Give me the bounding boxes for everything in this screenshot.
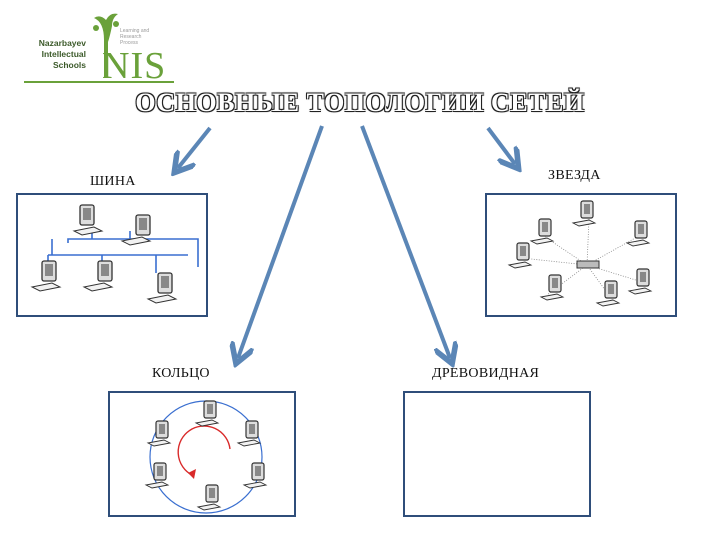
arrow-to-ring-icon	[238, 126, 322, 358]
label-ring: КОЛЬЦО	[152, 366, 210, 382]
computer-icon	[148, 421, 170, 446]
computer-icon	[531, 219, 553, 244]
computer-icon	[629, 269, 651, 294]
ring-direction-arrow-icon	[178, 426, 230, 475]
ring-diagram	[110, 393, 294, 515]
computer-icon	[32, 261, 60, 291]
star-topology-box	[485, 193, 677, 317]
arrow-to-bus-icon	[178, 128, 210, 168]
label-bus: ШИНА	[90, 174, 136, 190]
star-diagram	[487, 195, 675, 315]
computer-icon	[84, 261, 112, 291]
computer-icon	[238, 421, 260, 446]
arrow-to-star-icon	[488, 128, 515, 164]
arrow-to-tree-icon	[362, 126, 450, 358]
computer-icon	[146, 463, 168, 488]
computer-icon	[198, 485, 220, 510]
computer-icon	[509, 243, 531, 268]
bus-topology-box	[16, 193, 208, 317]
computer-icon	[74, 205, 102, 235]
computer-icon	[196, 401, 218, 426]
hub-icon	[577, 261, 599, 268]
label-tree: ДРЕВОВИДНАЯ	[432, 366, 539, 382]
computer-icon	[244, 463, 266, 488]
computer-icon	[148, 273, 176, 303]
tree-topology-box	[403, 391, 591, 517]
ring-topology-box	[108, 391, 296, 517]
computer-icon	[573, 201, 595, 226]
computer-icon	[627, 221, 649, 246]
computer-icon	[597, 281, 619, 306]
label-star: ЗВЕЗДА	[548, 168, 601, 184]
computer-icon	[122, 215, 150, 245]
bus-diagram	[18, 195, 206, 315]
computer-icon	[541, 275, 563, 300]
